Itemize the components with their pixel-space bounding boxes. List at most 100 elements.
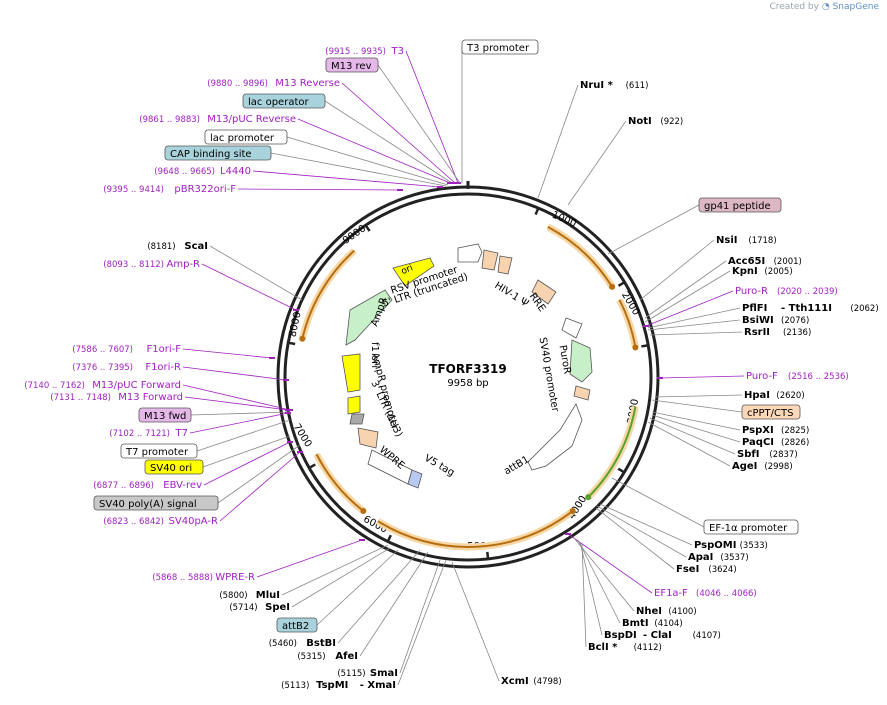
leader-line [237,188,401,191]
site-position: (7140 .. 7162) [24,381,85,391]
feature-name: CAP binding site [170,149,252,160]
site-position: (5714) [229,603,257,613]
site-position: (6823 .. 6842) [103,517,164,527]
site-position: (7376 .. 7395) [72,363,133,373]
leader-line [649,331,743,336]
site-name: BsiWI [742,315,774,326]
feature-box [138,407,192,423]
site-position: (5113) [281,681,309,691]
leader-line [611,477,705,528]
primer-label-5: M13/pUC Reverse(9861 .. 9883) [139,114,296,125]
leader-line [567,533,653,594]
site-position: (9648 .. 9665) [154,167,215,177]
enzyme-label-29: SmaI(5115) [337,668,398,679]
leader-line [189,412,289,434]
site-name: AfeI [335,651,358,662]
site-position: (2825) [781,426,809,436]
leader-line [651,411,741,431]
enzyme-label-32: NruI *(611) [580,80,648,91]
f1-ori-feature [341,353,361,393]
site-position: (1718) [748,236,776,246]
site-position: (4107) [693,631,721,641]
primer-label-3: M13 Reverse(9880 .. 9896) [207,78,340,89]
enzyme-label-35: NsiI(1718) [716,235,777,246]
v5-feature [407,469,423,489]
feature-arc [315,453,364,512]
site-name: KpnI [732,266,758,277]
feature-box [120,443,198,459]
plasmid-name: TFORF3319 [429,362,506,376]
site-position: (4104) [654,619,682,629]
feature-arc [301,249,355,339]
feature-box [93,495,219,511]
site-position: (9395 .. 9414) [103,185,164,195]
feature-label-7: CAP binding site [164,145,272,161]
enzyme-label-56: BspDI- ClaI(4107) [604,630,721,641]
leader-line [537,84,579,199]
tick-mark [534,207,540,215]
leader-line [647,421,731,467]
site-position: (2998) [764,462,792,472]
enzyme-label-28: AfeI(5315) [297,651,358,662]
rsv-promoter-feature [457,243,483,263]
site-position: (2516 .. 2536) [788,372,849,382]
primer-label-38: Puro-R(2020 .. 2039) [735,286,838,297]
sv40-promoter-feature [527,403,583,471]
leader-line [182,384,291,411]
site-position: (2020 .. 2039) [777,287,838,297]
site-position: (2620) [776,391,804,401]
leader-line [184,396,289,411]
leader-line [405,50,459,184]
psi-feature [497,255,513,275]
tick-mark [308,463,316,470]
site-name: F1ori-R [145,362,181,373]
ampr-feature [345,289,393,346]
site-position: (922) [660,117,683,127]
tick-label: 9000 [341,223,368,247]
site-position: (5460) [269,639,297,649]
site-name: L4440 [220,166,251,177]
leader-line [182,366,287,381]
primer-label-11: Amp-R(8093 .. 8112) [103,259,200,270]
primer-label-14: M13/pUC Forward(7140 .. 7162) [24,380,181,391]
leader-line [573,537,635,612]
feature-name: SV40 poly(A) signal [99,499,197,510]
site-name: BstBI [306,638,336,649]
site-position: (5115) [337,669,365,679]
primer-label-20: EBV-rev(6877 .. 6896) [93,480,202,491]
leader-line [599,503,693,546]
feature-box [698,197,782,213]
enzyme-label-45: PspXI(2825) [742,425,809,436]
site-position: (4798) [533,677,561,687]
leader-line [581,543,587,648]
enzyme-label-50: PspOMI(3533) [694,540,768,551]
leader-line [595,507,675,570]
feature-box [741,404,801,420]
site-name: RsrII [744,327,770,338]
tick-mark [486,551,490,560]
site-name: pBR322ori-F [174,184,236,195]
site-position: (611) [626,81,649,91]
primer-label-13: F1ori-R (7376 .. 7395) [72,362,181,373]
tick-mark [288,341,296,346]
primer-label-23: WPRE-R(5868 .. 5888) [152,572,255,583]
site-position: (9880 .. 9896) [207,79,268,89]
site-name: MluI [256,590,280,601]
feature-arc [547,226,614,288]
arc-arrowhead [569,507,576,514]
enzyme-label-52: FseI(3624) [676,564,737,575]
inner-feature-label: f1 ori [369,342,380,368]
feature-box [144,459,204,475]
site-position: (7586 .. 7607) [72,345,133,355]
site-position: (7102 .. 7121) [109,429,170,439]
site-name: AgeI [732,461,757,472]
cppt-feature [573,385,591,401]
inner-feature-label: PuroR [557,344,573,375]
site-name: PflFI [742,303,767,314]
feature-box [461,39,539,55]
feature-label-16: M13 fwd [138,407,192,423]
enzyme-label-30: TspMI- XmaI(5113) [281,680,396,691]
site-name: EBV-rev [163,480,202,491]
feature-box [204,129,288,145]
